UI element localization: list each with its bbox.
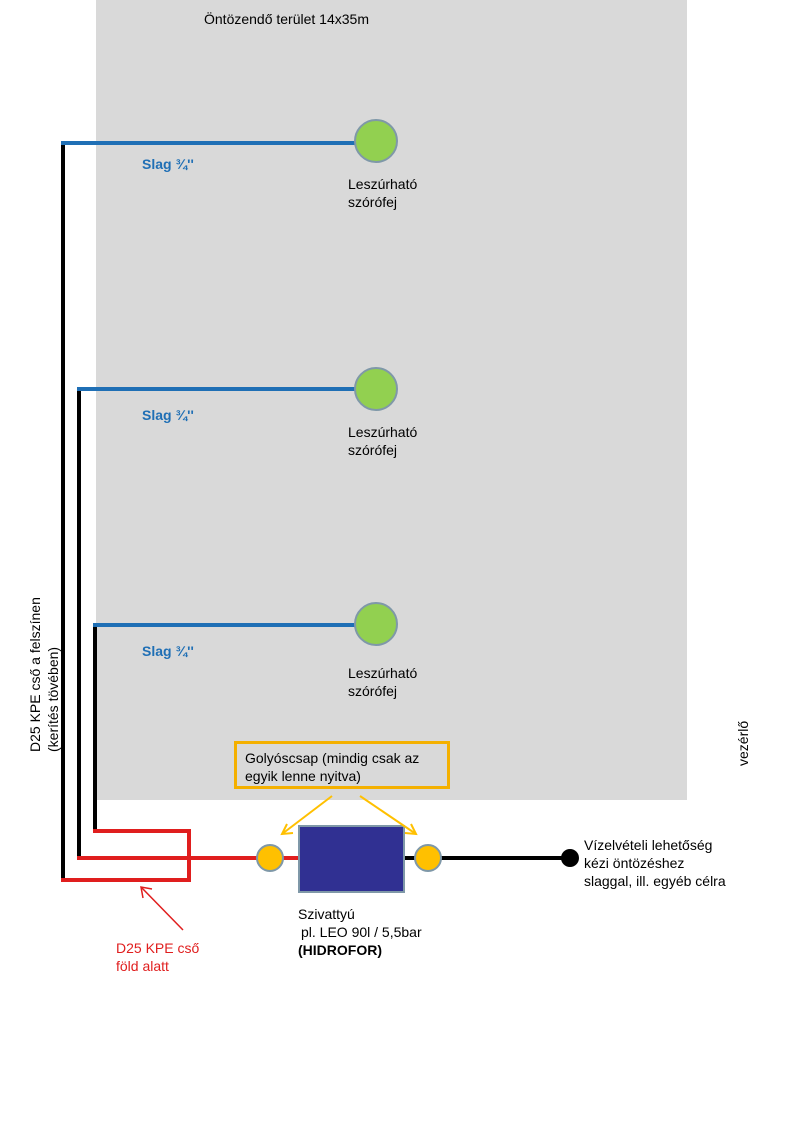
area-title: Öntözendő terület 14x35m bbox=[204, 11, 369, 27]
outlet-label-line3: slaggal, ill. egyéb célra bbox=[584, 873, 726, 889]
underground-pipe-label-line2: föld alatt bbox=[116, 958, 169, 974]
underground-pipe-label-line1: D25 KPE cső bbox=[116, 940, 200, 956]
pump-label-line1: Szivattyú bbox=[298, 906, 355, 922]
valve-inlet bbox=[256, 844, 284, 872]
sprinkler-label-2-line2: szórófej bbox=[348, 442, 398, 458]
sprinkler-label-2-line1: Leszúrható bbox=[348, 424, 418, 440]
sprinkler-label-3-line2: szórófej bbox=[348, 683, 398, 699]
sprinkler-3 bbox=[354, 602, 398, 646]
sprinkler-2 bbox=[354, 367, 398, 411]
pump-label: Szivattyú pl. LEO 90l / 5,5bar (HIDROFOR… bbox=[298, 905, 422, 959]
hose-label-1: Slag ¾'' bbox=[142, 156, 194, 172]
sprinkler-label-3: Leszúrható szórófej bbox=[348, 664, 417, 700]
hose-label-2: Slag ¾'' bbox=[142, 407, 194, 423]
outlet-tap bbox=[561, 849, 579, 867]
outlet-label: Vízelvételi lehetőség kézi öntözéshez sl… bbox=[584, 836, 726, 890]
valve-outlet bbox=[414, 844, 442, 872]
valve-note-text: Golyóscsap (mindig csak az egyik lenne n… bbox=[245, 750, 420, 784]
vertical-pipe-label-2: (kerítés tövében) bbox=[45, 646, 61, 752]
sprinkler-label-1-line2: szórófej bbox=[348, 194, 398, 210]
underground-pipe-label: D25 KPE cső föld alatt bbox=[116, 939, 199, 975]
valve-arrowhead-left bbox=[280, 823, 294, 836]
underground-arrowhead bbox=[140, 886, 153, 899]
hose-label-3: Slag ¾'' bbox=[142, 643, 194, 659]
pump-block bbox=[298, 825, 405, 893]
underground-pipe-a bbox=[61, 829, 191, 882]
sprinkler-label-3-line1: Leszúrható bbox=[348, 665, 418, 681]
sprinkler-label-2: Leszúrható szórófej bbox=[348, 423, 417, 459]
valve-arrow-left bbox=[281, 795, 333, 835]
underground-arrow bbox=[140, 886, 184, 931]
sprinkler-1 bbox=[354, 119, 398, 163]
sprinkler-label-1: Leszúrható szórófej bbox=[348, 175, 417, 211]
sprinkler-label-1-line1: Leszúrható bbox=[348, 176, 418, 192]
controller-label: vezérlő bbox=[735, 720, 751, 766]
valve-note-box: Golyóscsap (mindig csak az egyik lenne n… bbox=[234, 741, 450, 789]
valve-arrow-right bbox=[359, 795, 417, 835]
vertical-pipe-label-1: D25 KPE cső a felszínen bbox=[27, 597, 43, 752]
outlet-label-line1: Vízelvételi lehetőség bbox=[584, 837, 713, 853]
valve-arrowhead-right bbox=[404, 823, 418, 836]
pump-label-line3: (HIDROFOR) bbox=[298, 942, 382, 958]
pump-label-line2: pl. LEO 90l / 5,5bar bbox=[301, 924, 422, 940]
outlet-label-line2: kézi öntözéshez bbox=[584, 855, 685, 871]
